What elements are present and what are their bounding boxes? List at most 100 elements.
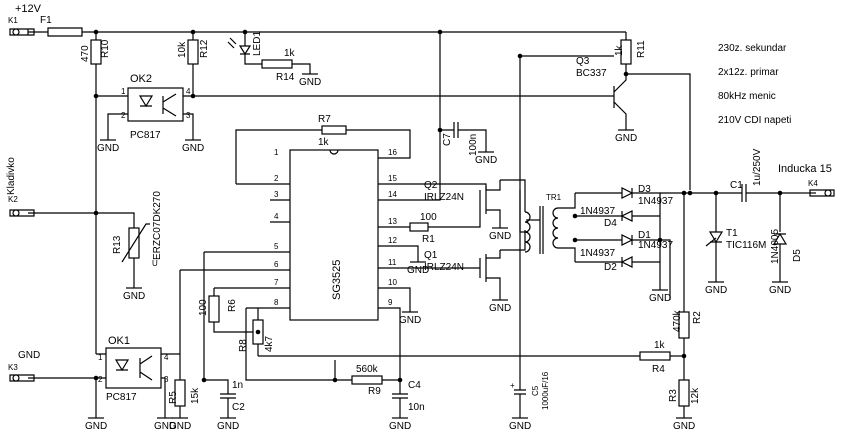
note-frequency: 80kHz menic <box>718 91 776 102</box>
ok2-label: OK2 <box>130 73 152 85</box>
d3-type: 1N4937 <box>638 196 673 207</box>
resistor-r6: 100 R6 <box>198 295 258 333</box>
d4-type: 1N4937 <box>580 206 615 217</box>
connector-k3: GND K3 <box>8 350 106 418</box>
wire-pin13 <box>378 210 481 228</box>
led1: LED1 <box>227 31 263 65</box>
c1-label: C1 <box>730 180 743 191</box>
d3-label: D3 <box>638 184 651 195</box>
wire-pin8 <box>245 307 336 381</box>
q2-type: IRLZ24N <box>424 192 464 203</box>
resistor-r12: 10k R12 <box>177 32 210 96</box>
ic-name: SG3525 <box>331 260 343 300</box>
d1-label: D1 <box>638 230 651 241</box>
ground-label: GND <box>169 421 191 432</box>
ic-pin-label: 5 <box>274 242 279 251</box>
svg-text:2: 2 <box>98 375 103 384</box>
connector-k2: K2 Kladivko <box>6 157 96 217</box>
r14-value: 1k <box>284 48 296 59</box>
r2-value: 470k <box>672 309 683 332</box>
capacitor-c1: C1 1u/250V <box>690 148 800 202</box>
ok1-type: PC817 <box>106 392 137 403</box>
optocoupler-ok1: OK1 PC817 1 2 4 3 <box>96 335 640 418</box>
r9-value: 560k <box>356 364 379 375</box>
transformer-tr1: TR1 <box>519 55 614 262</box>
diode-d5: 1N4005 D5 <box>770 193 803 282</box>
r3-label: R3 <box>668 389 679 402</box>
c7-value: 100n <box>468 134 479 156</box>
r2-label: R2 <box>692 311 703 324</box>
resistor-r5: R5 15k <box>168 379 201 418</box>
ground-label: GND <box>509 421 531 432</box>
k4-label: K4 <box>808 179 818 188</box>
inductor-label: Inducka 15 <box>778 163 832 175</box>
resistor-r2: 470k R2 <box>672 193 703 380</box>
d1-type: 1N4937 <box>638 240 673 251</box>
c4-value: 10n <box>408 402 425 413</box>
mosfet-q1: Q1 IRLZ24N <box>424 230 526 300</box>
ground-symbols: GND GND GND GND GND GND GND GND GND GND GND GND GND G… <box>85 73 791 432</box>
diode-bridge: D3 1N4937 1N4937 D4 D1 1N4937 1N4937 D2 <box>575 184 690 300</box>
ic-pin-label: 12 <box>388 236 397 245</box>
ground-label: GND <box>705 285 727 296</box>
svg-text:3: 3 <box>186 111 191 120</box>
d5-type: 1N4005 <box>770 229 781 264</box>
r1-label: R1 <box>422 234 435 245</box>
c2-label: C2 <box>232 402 245 413</box>
notes-block: 230z. sekundar 2x12z. primar 80kHz menic… <box>718 43 791 126</box>
q1-type: IRLZ24N <box>424 262 464 273</box>
ground-label: GND <box>217 421 239 432</box>
ground-label: GND <box>123 291 145 302</box>
led1-label: LED1 <box>252 31 263 56</box>
svg-text:+: + <box>510 381 515 390</box>
resistor-r9: 560k R9 <box>335 364 400 397</box>
ground-label: GND <box>389 421 411 432</box>
tr1-label: TR1 <box>546 193 562 202</box>
svg-text:2: 2 <box>121 111 126 120</box>
ground-label: GND <box>489 303 511 314</box>
c1-value: 1u/250V <box>752 148 763 186</box>
ic-pin-label: 8 <box>274 298 279 307</box>
d4-label: D4 <box>604 218 617 229</box>
k3-label: K3 <box>8 363 18 372</box>
r13-type: ERZC07DK270 <box>152 191 163 260</box>
c2-value: 1n <box>232 380 243 391</box>
mosfet-q2: Q2 IRLZ24N <box>424 179 526 228</box>
ground-label: GND <box>769 285 791 296</box>
ic-pin-label: 11 <box>388 258 397 267</box>
k1-label: K1 <box>8 16 18 25</box>
ground-label: GND <box>407 265 429 276</box>
wire-k2 <box>96 212 135 228</box>
ic-pin-label: 14 <box>388 190 397 199</box>
ground-label: GND <box>85 421 107 432</box>
wire-pin14 <box>378 32 441 201</box>
connector-k4: Inducka 15 K4 <box>778 163 835 197</box>
r1-value: 100 <box>420 212 437 223</box>
tr1-centertap <box>519 55 614 233</box>
c5-label: C5 <box>531 385 540 396</box>
t1-type: TIC116M <box>726 240 766 251</box>
ic-sg3525: SG3525 <box>289 149 379 321</box>
r4-label: R4 <box>652 364 665 375</box>
gnd-in-label: GND <box>18 350 40 361</box>
resistor-r7: R7 1k <box>235 114 411 184</box>
ic-pin-label: 4 <box>274 212 279 221</box>
ground-label: GND <box>673 421 695 432</box>
c4-label: C4 <box>408 380 421 391</box>
r7-value: 1k <box>318 137 330 148</box>
d2-label: D2 <box>604 262 617 273</box>
r14-label: R14 <box>276 72 295 83</box>
r4-value: 1k <box>654 340 666 351</box>
connector-k1: K1 <box>8 16 40 36</box>
r12-label: R12 <box>199 39 210 58</box>
k2-label: K2 <box>8 195 18 204</box>
r10-value: 470 <box>80 45 91 62</box>
ground-label: GND <box>615 133 637 144</box>
svg-text:4: 4 <box>164 353 169 362</box>
ic-pin-label: 3 <box>274 190 279 199</box>
f1-label: F1 <box>40 15 52 26</box>
ground-label: GND <box>489 231 511 242</box>
ground-label: GND <box>299 77 321 88</box>
